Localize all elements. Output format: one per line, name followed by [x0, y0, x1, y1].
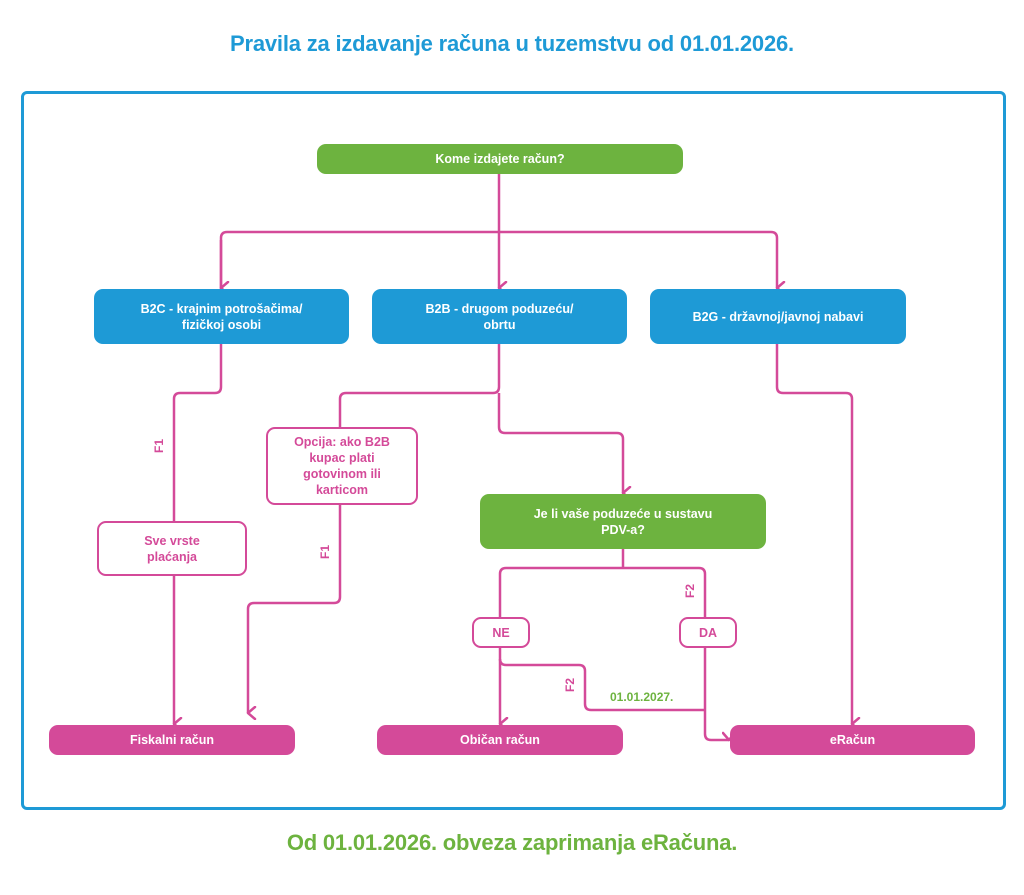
- da-node: DA: [679, 617, 737, 648]
- b2c-node: B2C - krajnim potrošačima/ fizičkoj osob…: [94, 289, 349, 344]
- fiskalni-racun-node: Fiskalni račun: [49, 725, 295, 755]
- edge-label-f1-b2c: F1: [152, 438, 167, 454]
- edge-label-f2-ne: F2: [563, 677, 578, 693]
- root-question-node: Kome izdajete račun?: [317, 144, 683, 174]
- obican-racun-node: Običan račun: [377, 725, 623, 755]
- eracun-node: eRačun: [730, 725, 975, 755]
- page-title: Pravila za izdavanje računa u tuzemstvu …: [230, 31, 794, 56]
- ne-node: NE: [472, 617, 530, 648]
- b2b-node: B2B - drugom poduzeću/ obrtu: [372, 289, 627, 344]
- edge-label-f1-opcija: F1: [318, 544, 333, 560]
- sve-vrste-placanja-node: Sve vrste plaćanja: [97, 521, 247, 576]
- pdv-question-node: Je li vaše poduzeće u sustavu PDV-a?: [480, 494, 766, 549]
- b2g-node: B2G - državnoj/javnoj nabavi: [650, 289, 906, 344]
- edge-label-f2-da: F2: [683, 583, 698, 599]
- edge-label-date-2027: 01.01.2027.: [610, 690, 674, 704]
- footer-note: Od 01.01.2026. obveza zaprimanja eRačuna…: [286, 830, 738, 855]
- diagram-frame: [21, 91, 1006, 810]
- opcija-node: Opcija: ako B2B kupac plati gotovinom il…: [266, 427, 418, 505]
